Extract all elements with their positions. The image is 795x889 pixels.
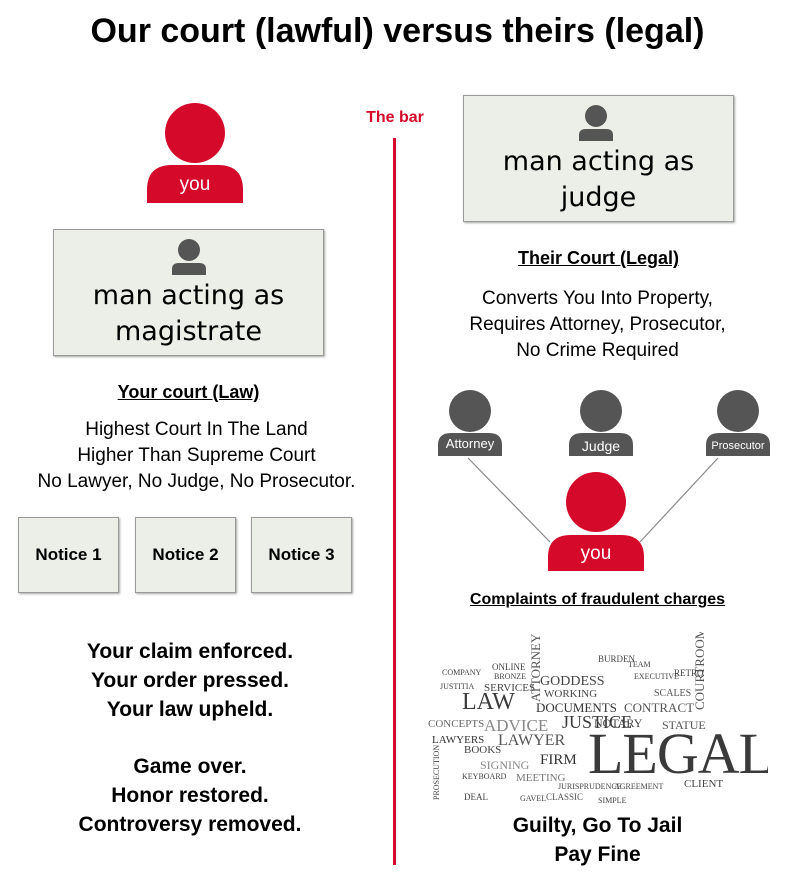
word-cloud-word: WORKING [544, 688, 598, 700]
word-cloud-word: STATUE [662, 718, 706, 732]
word-cloud-word: AGREEMENT [614, 782, 664, 791]
word-cloud-word: SCALES [654, 688, 692, 699]
description-line: Highest Court In The Land [85, 419, 308, 440]
connector-line [467, 457, 551, 543]
outcomes-block-2: Game over. Honor restored. Controversy r… [0, 752, 380, 839]
outcomes-block-1: Your claim enforced. Your order pressed.… [0, 637, 380, 724]
description-line: No Crime Required [516, 340, 679, 361]
word-cloud-word: JUSTITIA [440, 682, 475, 691]
word-cloud-word: TEAM [628, 660, 651, 669]
word-cloud-word: BURDEN [598, 654, 636, 664]
word-cloud-main-word: LEGAL [588, 721, 768, 786]
your-court-description: Highest Court In The Land Higher Than Su… [0, 417, 393, 495]
attorney-person-icon [438, 390, 502, 456]
you-label-right: you [580, 543, 612, 564]
bar-label: The bar [366, 109, 424, 126]
judge-label: Judge [581, 438, 621, 454]
word-cloud-word: JURISPRUDENCE [558, 782, 622, 791]
word-cloud-word: SIGNING [480, 758, 530, 772]
outcome-line: Your claim enforced. [86, 640, 294, 663]
person-icon [579, 105, 613, 141]
description-line: Converts You Into Property, [482, 288, 713, 309]
outcome-line: Your law upheld. [106, 698, 274, 721]
verdict-block: Guilty, Go To Jail Pay Fine [400, 811, 795, 869]
legal-word-cloud-image: LEGAL LAW ADVICE JUSTICE LAWYER FIRM DOC… [428, 632, 768, 812]
word-cloud-word: CONCEPTS [428, 718, 485, 730]
connector-line [639, 457, 719, 543]
you-person-icon [147, 103, 243, 203]
your-court-heading: Your court (Law) [117, 382, 260, 402]
their-court-description: Converts You Into Property, Requires Att… [400, 286, 795, 364]
prosecutor-label: Prosecutor [711, 440, 765, 452]
page-title: Our court (lawful) versus theirs (legal) [90, 12, 705, 50]
word-cloud-word: ONLINE [492, 662, 526, 672]
judge-line1: man acting as [502, 146, 695, 177]
word-cloud-word: BRONZE [494, 672, 526, 681]
notice-1-box: Notice 1 [18, 517, 119, 593]
word-cloud-word: ATTORNEY [528, 633, 543, 702]
word-cloud-word: FIRM [540, 752, 577, 768]
word-cloud-word: LAWYERS [432, 734, 485, 746]
description-line: Requires Attorney, Prosecutor, [469, 314, 726, 335]
word-cloud-word: RETRO [674, 668, 704, 678]
word-cloud-word: SIMPLE [598, 796, 627, 805]
you-person-icon [548, 472, 644, 571]
judge-person-icon [569, 390, 633, 456]
word-cloud-word: BOOKS [464, 744, 502, 756]
judge-line2: judge [560, 182, 637, 213]
court-people-diagram [438, 390, 770, 571]
word-cloud-word: PROSECUTION [432, 744, 441, 800]
word-cloud-word: EXECUTIVE [634, 672, 679, 681]
notice-2-box: Notice 2 [135, 517, 236, 593]
judge-card: man acting as judge [463, 95, 734, 222]
person-icon [172, 239, 206, 275]
word-cloud-word: DOCUMENTS [536, 700, 617, 715]
word-cloud-word: GAVEL [520, 794, 547, 803]
outcome-line: Game over. [133, 755, 247, 778]
word-cloud-word: DEAL [464, 792, 488, 802]
verdict-line: Pay Fine [554, 843, 641, 866]
attorney-label: Attorney [445, 436, 495, 451]
word-cloud-word: CONTRACT [624, 700, 695, 715]
word-cloud-word: CLIENT [684, 778, 724, 790]
magistrate-card: man acting as magistrate [53, 229, 324, 356]
word-cloud-word: MEETING [516, 772, 566, 784]
word-cloud-word: ADVICE [484, 716, 549, 735]
complaints-heading: Complaints of fraudulent charges [469, 591, 726, 608]
magistrate-line1: man acting as [92, 280, 285, 311]
word-cloud-word: NOTARY [594, 716, 643, 730]
word-cloud-word: KEYBOARD [462, 772, 507, 781]
word-cloud-word: COMPANY [442, 668, 482, 677]
description-line: No Lawyer, No Judge, No Prosecutor. [37, 471, 356, 492]
prosecutor-person-icon [706, 390, 770, 456]
outcome-line: Your order pressed. [90, 669, 289, 692]
word-cloud-word: LAW [462, 689, 515, 715]
word-cloud-word: SERVICES [484, 682, 536, 694]
outcome-line: Honor restored. [111, 784, 269, 807]
magistrate-line2: magistrate [115, 316, 262, 347]
you-label-left: you [179, 174, 211, 195]
their-court-heading: Their Court (Legal) [518, 248, 679, 268]
word-cloud-word: CLASSIC [546, 792, 584, 802]
word-cloud-word: JUSTICE [562, 712, 633, 732]
bar-divider-line [393, 138, 396, 865]
outcome-line: Controversy removed. [78, 813, 302, 836]
notice-3-box: Notice 3 [251, 517, 352, 593]
verdict-line: Guilty, Go To Jail [512, 814, 683, 837]
word-cloud-word: GODDESS [540, 674, 605, 689]
description-line: Higher Than Supreme Court [77, 445, 316, 466]
word-cloud-word: LAWYER [498, 732, 566, 749]
